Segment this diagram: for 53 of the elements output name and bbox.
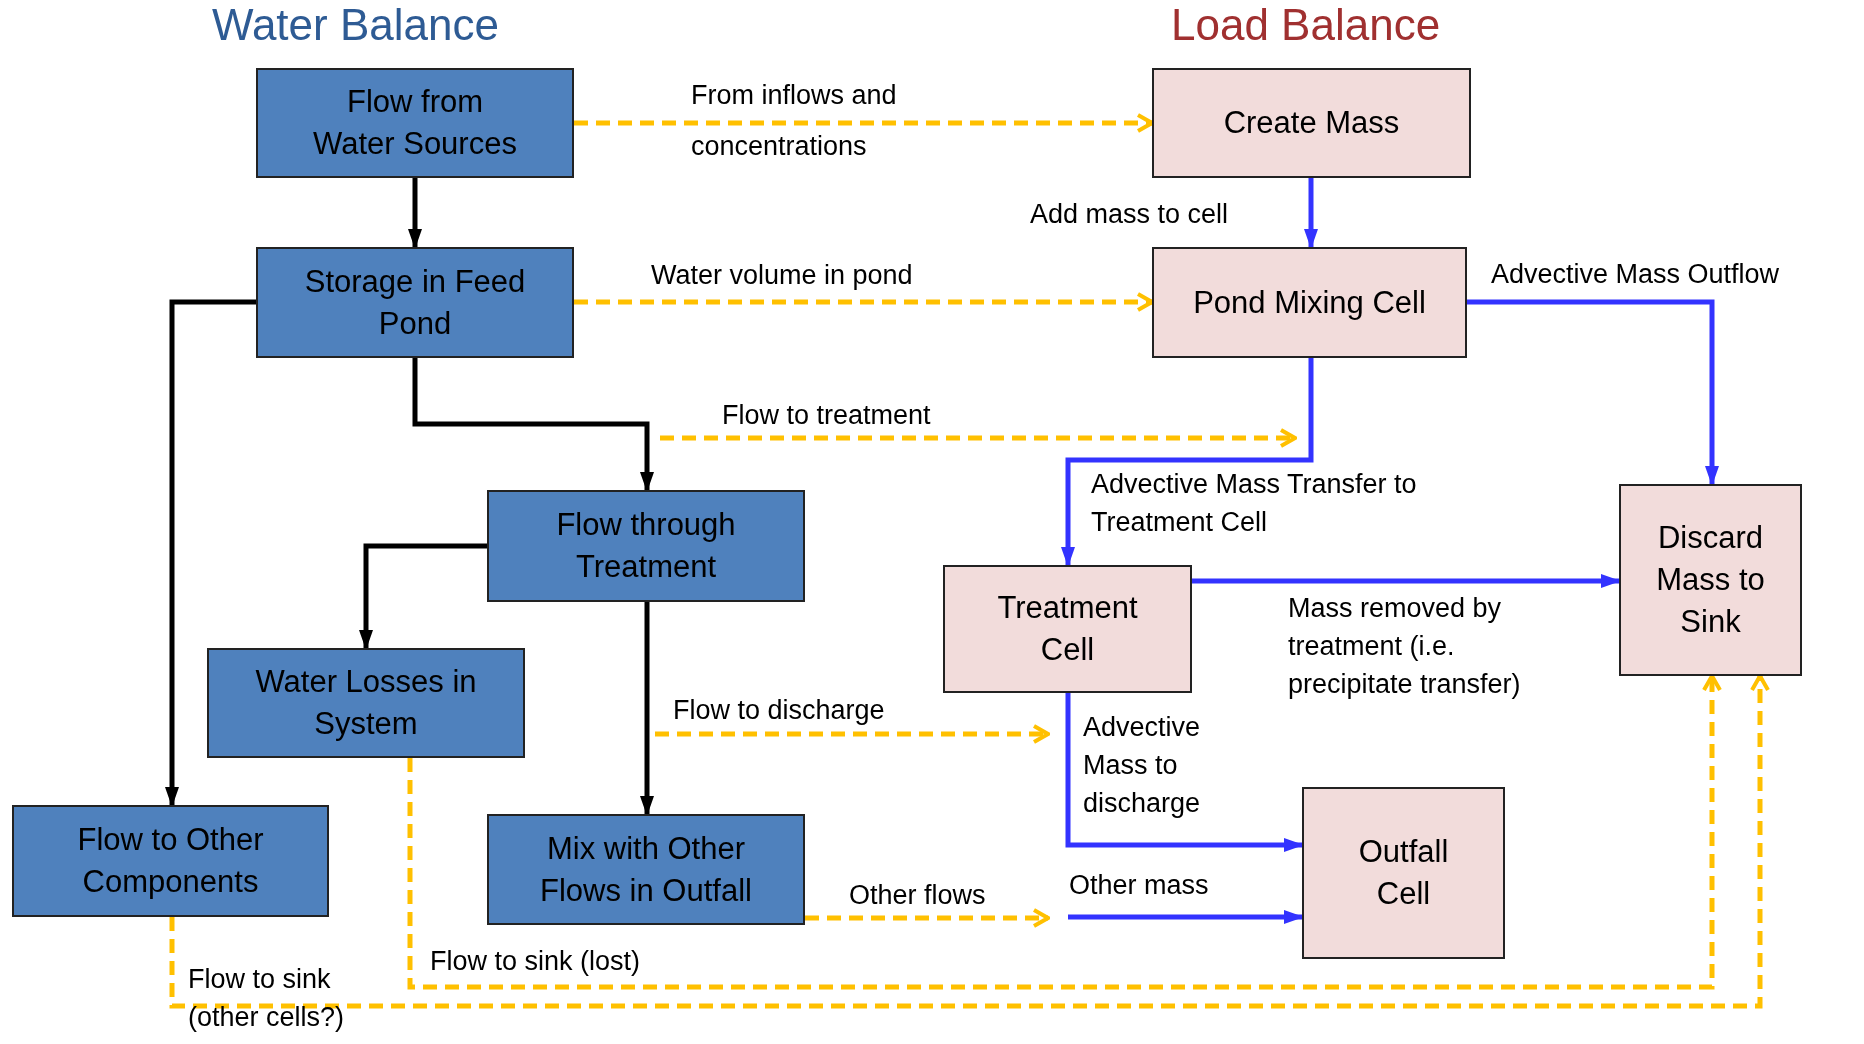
- dashed-arrow: [574, 113, 1154, 133]
- edge-label: Add mass to cell: [1030, 198, 1229, 231]
- arrow: [1304, 178, 1318, 249]
- arrow: [1467, 299, 1719, 486]
- dashed-arrow: [169, 674, 1770, 1009]
- section-heading: Water Balance: [212, 0, 499, 50]
- edge-label: Other flows: [849, 879, 986, 912]
- edge-label: Flow to sink (other cells?): [188, 963, 346, 1034]
- dashed-arrow: [805, 908, 1050, 928]
- edge-label: Other mass: [1069, 869, 1209, 902]
- process-box: [1302, 787, 1505, 959]
- dashed-arrow: [407, 674, 1722, 990]
- arrow: [165, 299, 256, 807]
- process-box: [1619, 484, 1802, 676]
- edge-label: Advective Mass Transfer to Treatment Cell: [1091, 468, 1418, 539]
- process-box: [256, 68, 574, 178]
- edge-label: Water volume in pond: [651, 259, 913, 292]
- node-text: Storage in Feed Pond: [303, 262, 527, 343]
- process-box: [1152, 68, 1471, 178]
- dashed-arrow: [574, 292, 1154, 312]
- section-heading: Load Balance: [1171, 0, 1441, 50]
- node-text: Flow to Other Components: [76, 821, 265, 901]
- process-box: [487, 814, 805, 925]
- node-text: Create Mass: [1223, 104, 1400, 143]
- arrow: [1068, 910, 1304, 924]
- arrow-label: Flow to discharge: [673, 694, 885, 727]
- edge-label: Flow to sink (lost): [430, 945, 641, 978]
- process-box: [943, 565, 1192, 693]
- edge-label: Advective Mass Outflow: [1491, 258, 1780, 291]
- process-box: [1152, 247, 1467, 358]
- process-box: [487, 490, 805, 602]
- arrow: [408, 178, 422, 249]
- edge-label: From inflows and concentrations: [691, 79, 898, 164]
- process-box: [207, 648, 525, 758]
- node-text: Discard Mass to Sink: [1655, 519, 1766, 641]
- node-text: Treatment Cell: [996, 589, 1139, 669]
- node-text: Flow through Treatment: [555, 506, 737, 586]
- node-text: Mix with Other Flows in Outfall: [539, 829, 753, 910]
- process-box: [12, 805, 329, 917]
- edge-label: Advective Mass to discharge: [1083, 711, 1202, 820]
- arrow: [412, 358, 654, 492]
- arrow: [640, 602, 654, 816]
- arrow-label: Flow to treatment: [722, 399, 931, 432]
- arrow: [1061, 358, 1314, 567]
- node-text: Outfall Cell: [1357, 833, 1450, 913]
- edge-label: Mass removed by treatment (i.e. precipitate transfer): [1288, 592, 1522, 701]
- arrow: [1192, 574, 1621, 588]
- arrow: [1065, 693, 1304, 852]
- node-text: Flow from Water Sources: [312, 83, 518, 163]
- arrow: [359, 543, 487, 650]
- node-text: Water Losses in System: [254, 663, 478, 743]
- node-text: Pond Mixing Cell: [1193, 283, 1426, 322]
- process-box: [256, 247, 574, 358]
